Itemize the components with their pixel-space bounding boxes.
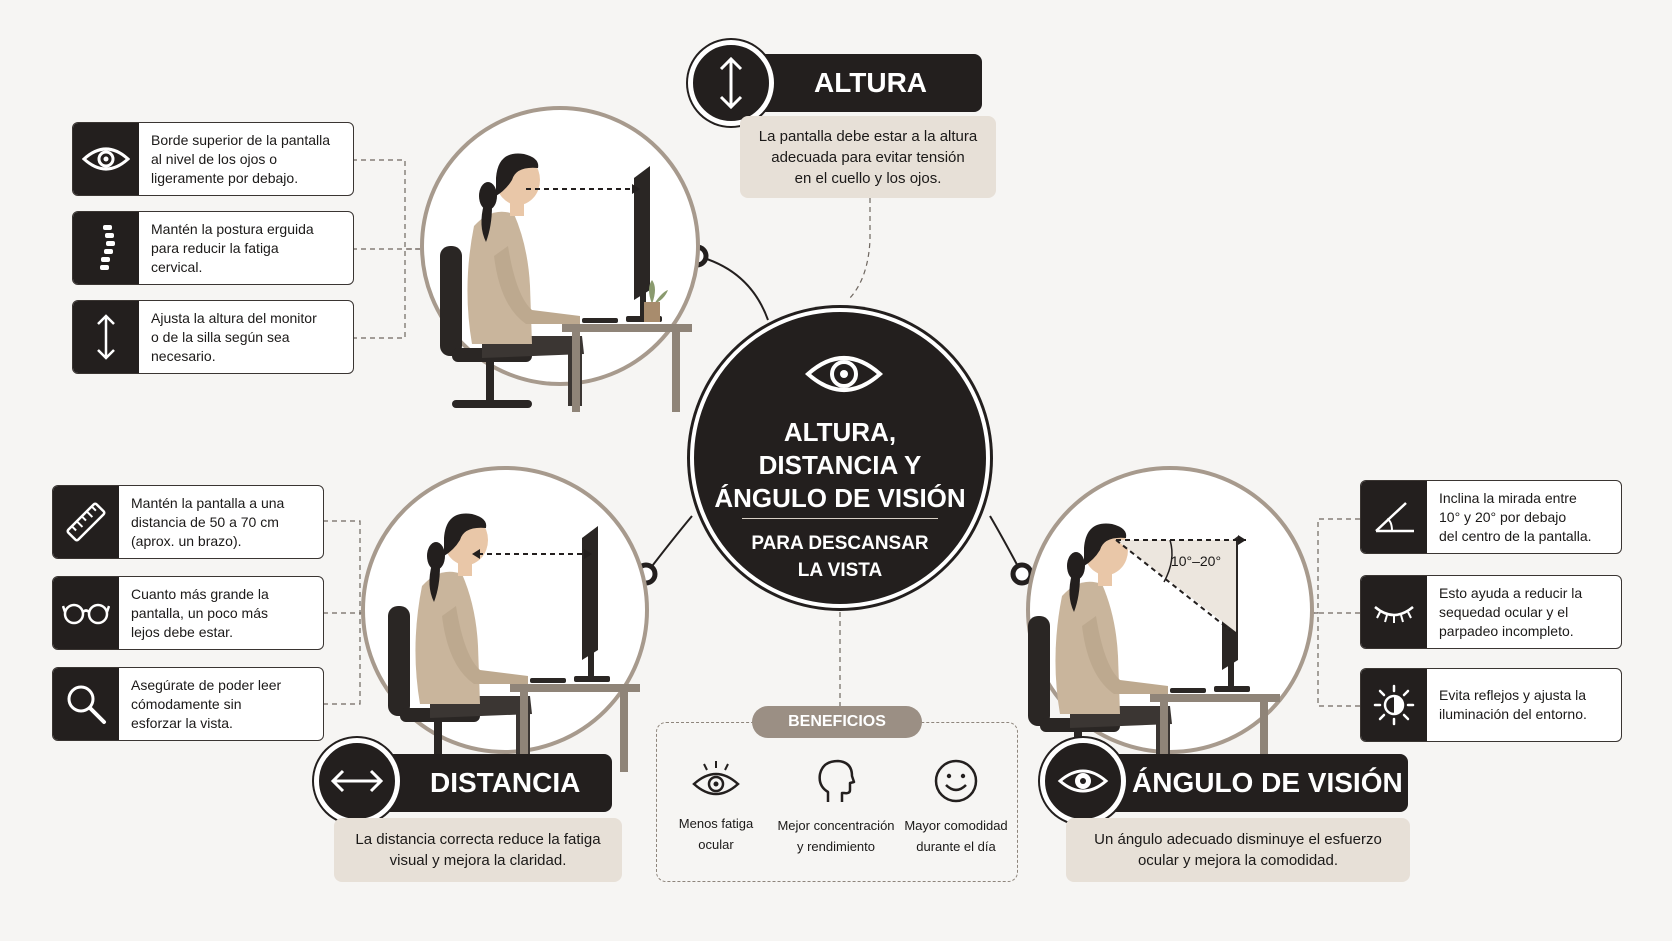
ruler-icon: [53, 486, 119, 558]
altura-illustration: [420, 106, 700, 412]
angulo-title: ÁNGULO DE VISIÓN: [1132, 767, 1403, 798]
magnifier-icon: [53, 668, 119, 740]
altura-banner: ALTURA: [740, 54, 982, 112]
smile-icon: [934, 759, 978, 803]
glasses-icon: [53, 577, 119, 649]
center-divider: [742, 518, 938, 519]
eye-icon: [1057, 769, 1109, 793]
vertical-arrows-icon: [719, 56, 743, 110]
head-profile-icon: [818, 759, 856, 802]
angle-icon: [1361, 481, 1427, 553]
distancia-illustration: [361, 466, 649, 772]
spine-icon: [73, 212, 139, 284]
eye-icon: [692, 761, 740, 796]
horizontal-arrows-icon: [330, 769, 384, 793]
eye-icon: [804, 356, 884, 392]
altura-title: ALTURA: [814, 67, 928, 98]
vertical-arrows-icon: [73, 301, 139, 373]
beneficios-title: BENEFICIOS: [752, 706, 922, 738]
eye-icon: [73, 123, 139, 195]
angulo-illustration: [1026, 466, 1314, 782]
angulo-banner: ÁNGULO DE VISIÓN: [1090, 754, 1408, 812]
angulo-badge: [1040, 738, 1126, 824]
distancia-badge: [314, 738, 400, 824]
distancia-banner: DISTANCIA: [362, 754, 612, 812]
altura-badge: [688, 40, 774, 126]
brightness-icon: [1361, 669, 1427, 741]
angulo-note: Un ángulo adecuado disminuye el esfuerzo…: [1066, 818, 1410, 882]
closed-eye-icon: [1361, 576, 1427, 648]
distancia-title: DISTANCIA: [430, 767, 581, 798]
angle-label: 10°–20°: [1171, 553, 1221, 569]
